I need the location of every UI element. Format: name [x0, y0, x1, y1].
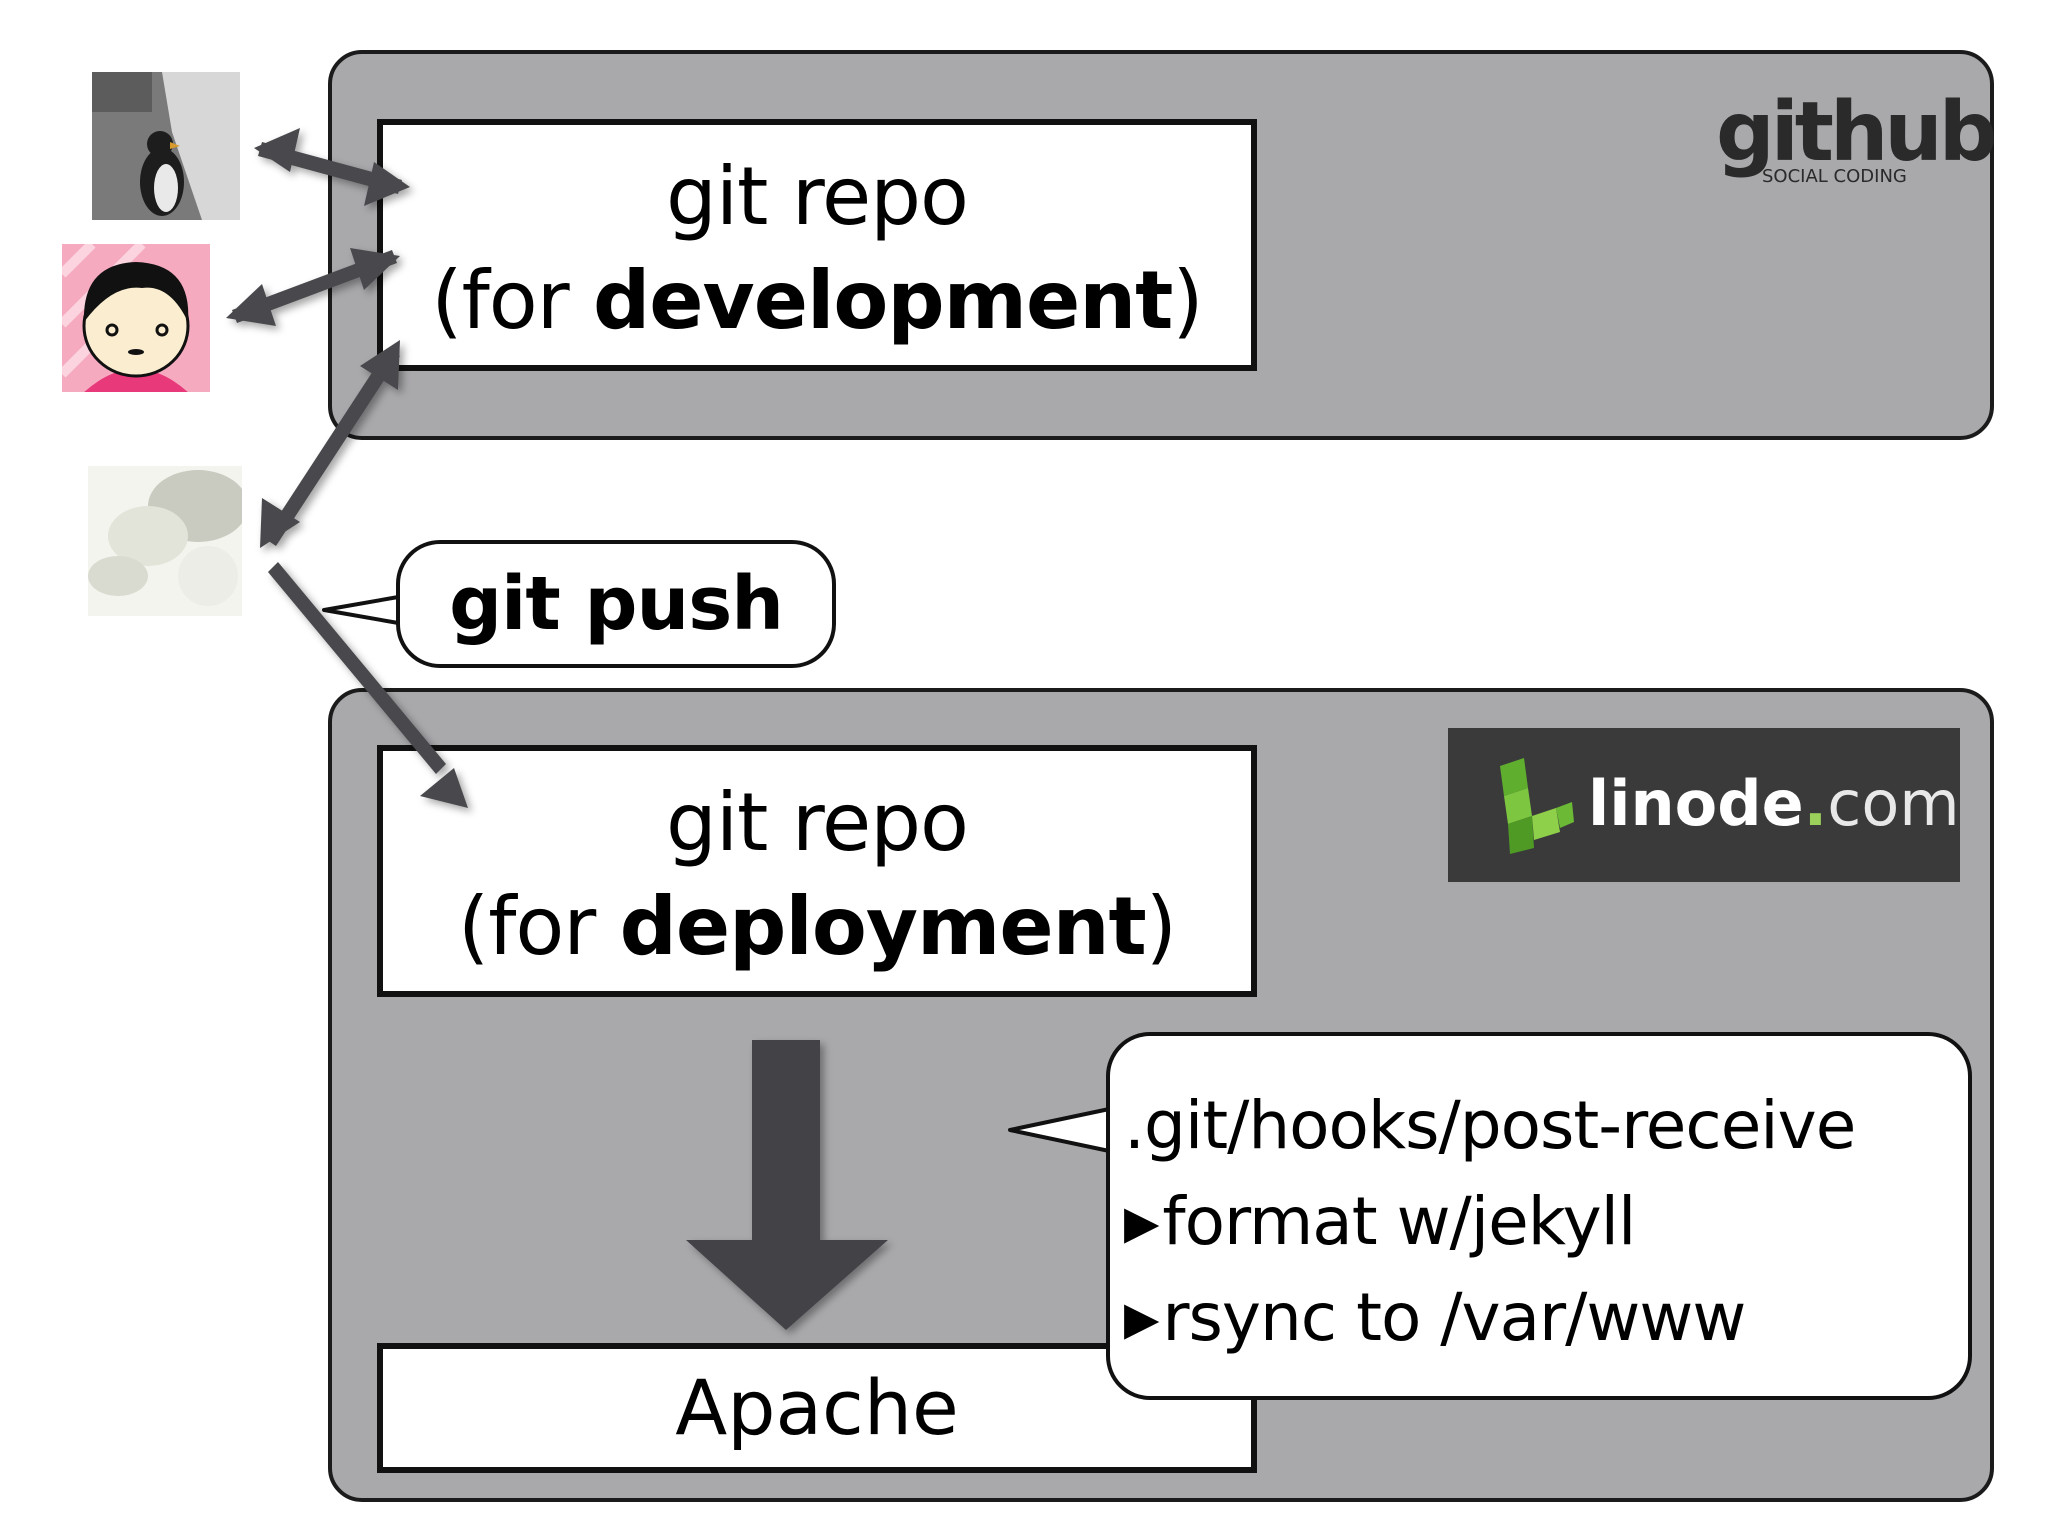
blurred-photo-icon [88, 466, 242, 616]
deploy-repo-bold: deployment [619, 880, 1147, 973]
dev-repo-suffix: ) [1172, 254, 1203, 347]
hook-title: .git/hooks/post-receive [1124, 1087, 1856, 1164]
deploy-repo-prefix: (for [458, 880, 620, 973]
hook-bubble-tail [1008, 1106, 1116, 1154]
apache-label: Apache [675, 1363, 959, 1452]
right-triangle-bullet-icon: ▶ [1124, 1195, 1159, 1249]
git-push-label: git push [449, 561, 784, 647]
hook-step: ▶format w/jekyll [1124, 1174, 1968, 1270]
arrow-blur-deploy [268, 562, 468, 808]
hook-step: ▶rsync to /var/www [1124, 1270, 1968, 1366]
dev-repo-title: git repo [666, 150, 969, 243]
hook-step-text: format w/jekyll [1162, 1183, 1636, 1260]
hook-step-text: rsync to /var/www [1162, 1279, 1746, 1356]
penguin-photo-avatar [92, 72, 240, 220]
linode-logo-text: linode.com [1588, 764, 1960, 844]
push-bubble-tail [322, 594, 406, 626]
github-logo-word: github [1716, 85, 1997, 180]
arrow-blur-dev [260, 340, 400, 548]
apache-box: Apache [377, 1343, 1257, 1473]
arrow-girl-dev [226, 248, 400, 326]
github-logo-tagline: SOCIAL CODING [1762, 166, 1907, 187]
linode-logo-dot: . [1803, 767, 1828, 840]
dev-repo-box: git repo (for development) [377, 119, 1257, 371]
right-triangle-bullet-icon: ▶ [1124, 1291, 1159, 1345]
blurred-photo-avatar [88, 466, 242, 616]
deploy-down-arrow [686, 1040, 888, 1330]
penguin-photo-icon [92, 72, 240, 220]
deploy-repo-suffix: ) [1145, 880, 1177, 973]
git-push-callout: git push [396, 540, 836, 668]
linode-logo-tld: com [1827, 767, 1960, 840]
dev-repo-bold: development [593, 254, 1173, 347]
linode-stairs-icon [1500, 758, 1574, 854]
linode-logo-name: linode [1588, 767, 1804, 840]
cartoon-girl-icon [62, 244, 210, 392]
github-logo: github SOCIAL CODING [1716, 85, 1997, 202]
linode-logo: linode.com [1448, 728, 1960, 882]
deploy-repo-purpose: (for deployment) [383, 875, 1251, 979]
deploy-repo-title: git repo [666, 776, 969, 869]
dev-repo-purpose: (for development) [383, 249, 1251, 353]
cartoon-girl-avatar [62, 244, 210, 392]
arrow-penguin-dev [254, 128, 410, 206]
dev-repo-prefix: (for [431, 254, 594, 347]
deploy-repo-box: git repo (for deployment) [377, 745, 1257, 997]
post-receive-callout: .git/hooks/post-receive ▶format w/jekyll… [1106, 1032, 1972, 1400]
